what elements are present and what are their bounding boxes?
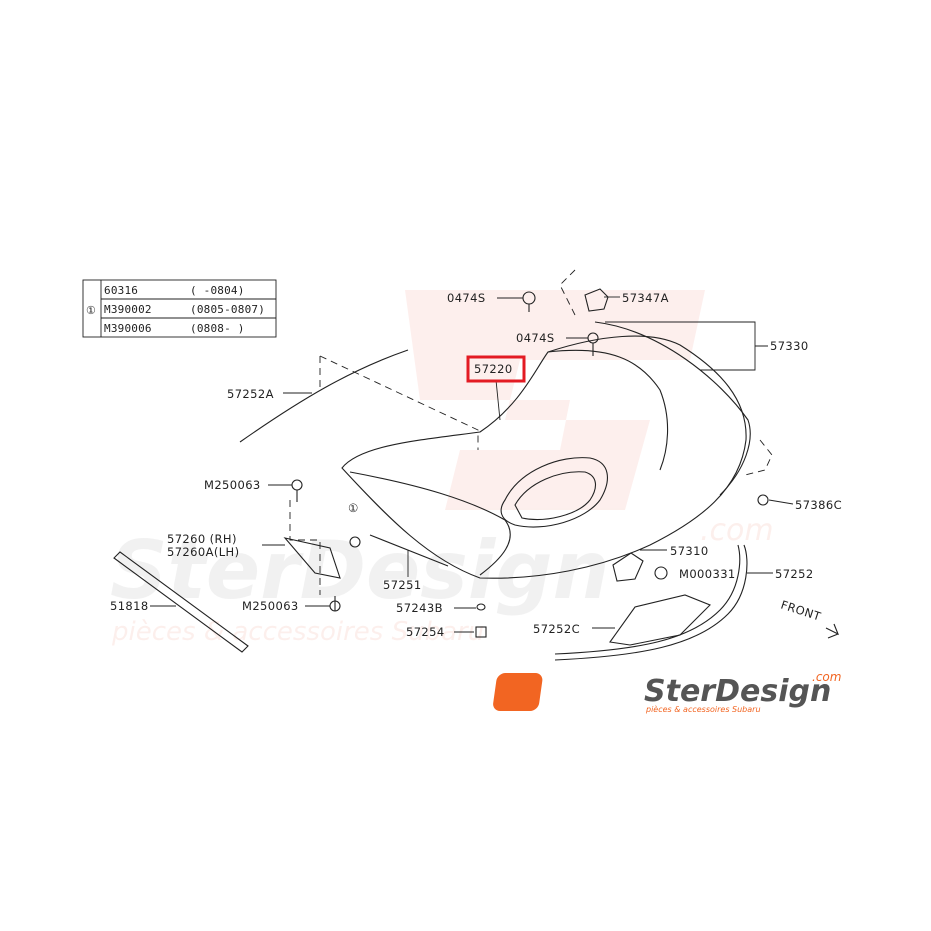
label-circle-one: ①	[348, 501, 359, 515]
label-57254: 57254	[406, 625, 445, 639]
bolt-m000331	[654, 566, 668, 580]
legend-row-3-range: (0808- )	[190, 322, 245, 335]
highlight-box-57220	[466, 355, 526, 383]
weatherstrip-57252a	[239, 349, 409, 443]
bolt-m250063-upper	[291, 479, 303, 502]
legend-row-2-range: (0805-0807)	[190, 303, 265, 316]
brand-name: SterDesign	[644, 674, 831, 709]
brand-logo: SD SterDesign .com pièces & accessoires …	[493, 670, 841, 714]
label-57260a-lh: 57260A(LH)	[167, 545, 239, 559]
assembly-lines	[289, 269, 773, 595]
label-57251: 57251	[383, 578, 422, 592]
label-57252: 57252	[775, 567, 814, 581]
label-m000331: M000331	[679, 567, 736, 581]
label-57330: 57330	[770, 339, 809, 353]
clip-57386c	[757, 494, 769, 506]
stay-bolt	[349, 536, 361, 548]
insulator-57252c	[609, 594, 711, 646]
label-m250063-upper: M250063	[204, 478, 261, 492]
brand-logo-badge	[493, 673, 543, 711]
washer-57243b	[476, 603, 486, 611]
label-51818: 51818	[110, 599, 149, 613]
label-57310: 57310	[670, 544, 709, 558]
hood-panel	[341, 335, 747, 579]
watermark-tagline: pièces & accessoires Subaru	[111, 617, 484, 647]
label-front: FRONT	[779, 598, 823, 624]
legend-table: ① 60316 ( -0804) M390002 (0805-0807) M39…	[82, 279, 277, 338]
label-57386c: 57386C	[795, 498, 842, 512]
label-57220: 57220	[474, 362, 513, 376]
label-57260-rh: 57260 (RH)	[167, 532, 237, 546]
brand-domain: .com	[812, 670, 841, 684]
bracket-57347a	[584, 288, 609, 312]
label-0474s-lower: 0474S	[516, 331, 555, 345]
seal-51818	[113, 551, 249, 653]
label-57243b: 57243B	[396, 601, 443, 615]
legend-row-3-part: M390006	[104, 322, 152, 335]
bumper-57254	[475, 626, 487, 638]
label-m250063-lower: M250063	[242, 599, 299, 613]
stay-57251	[369, 534, 449, 567]
label-0474s-upper: 0474S	[447, 291, 486, 305]
legend-row-1-part: 60316	[104, 284, 138, 297]
label-57252c: 57252C	[533, 622, 580, 636]
legend-marker: ①	[86, 304, 96, 317]
legend-row-1-range: ( -0804)	[190, 284, 245, 297]
lock-57310	[612, 552, 644, 582]
front-arrow-icon	[825, 623, 840, 639]
hardware-parts	[113, 288, 769, 661]
legend-row-2-part: M390002	[104, 303, 152, 316]
watermark-domain-text: .com	[700, 513, 774, 548]
release-cable-57330	[594, 321, 751, 496]
leader-lines	[150, 296, 794, 633]
watermark-logo-mark	[405, 290, 705, 510]
brand-tagline: pièces & accessoires Subaru	[645, 704, 761, 714]
brand-logo-letters: SD	[606, 682, 640, 707]
watermark: SterDesign .com pièces & accessoires Sub…	[110, 290, 774, 647]
label-57347a: 57347A	[622, 291, 669, 305]
seal-57252	[554, 544, 748, 661]
hinge-57260	[283, 537, 341, 579]
label-57252a: 57252A	[227, 387, 274, 401]
